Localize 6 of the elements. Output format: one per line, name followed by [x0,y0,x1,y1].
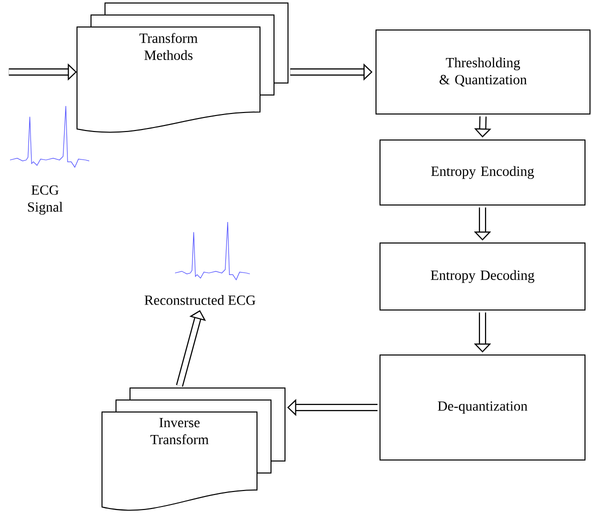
process-box: Entropy Decoding [380,242,586,310]
output-label: Reconstructed ECG [144,295,256,305]
process-box: De-quantization [380,354,586,460]
process-box: Thresholding & Quantization [376,30,590,114]
process-box: Entropy Encoding [380,140,586,206]
input-label: ECG Signal [28,185,63,215]
